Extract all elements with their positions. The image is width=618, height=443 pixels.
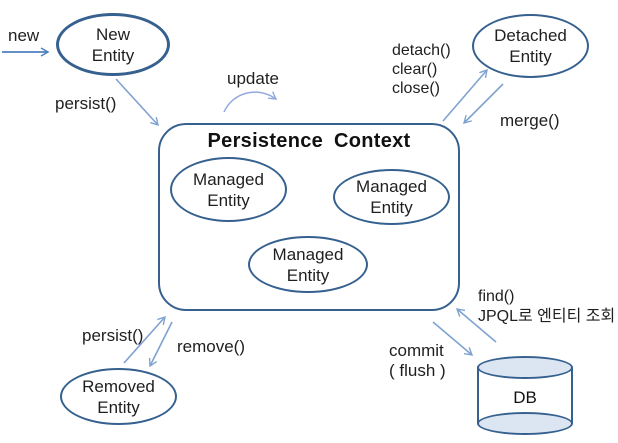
removed-entity-node: Removed Entity <box>60 368 177 425</box>
find-label: find() <box>478 288 515 305</box>
new-label: new <box>8 26 40 45</box>
managed-entity-node-3: Managed Entity <box>248 236 368 293</box>
remove-arrow <box>148 321 173 368</box>
clear-label: clear() <box>392 61 438 78</box>
persistence-context-box: Persistence Context <box>158 123 460 311</box>
merge-label: merge() <box>500 111 560 130</box>
detach-clear-close-labels: detach() clear() close() <box>392 41 451 98</box>
managed-entity-label-line2: Entity <box>370 198 413 217</box>
detached-entity-label-line1: Detached <box>494 26 567 45</box>
jpql-label: JPQL로 엔티티 조회 <box>478 308 616 325</box>
new-entity-node: New Entity <box>56 13 170 76</box>
detached-entity-node: Detached Entity <box>472 14 589 78</box>
managed-entity-label-line2: Entity <box>207 190 250 210</box>
persistence-context-title: Persistence Context <box>207 130 411 152</box>
flush-label: ( flush ) <box>389 361 446 380</box>
database-cylinder-bottom <box>477 412 573 435</box>
commit-flush-labels: commit ( flush ) <box>389 341 446 381</box>
new-entity-label-line1: New <box>95 24 130 44</box>
close-label: close() <box>392 80 441 97</box>
commit-label: commit <box>389 341 444 360</box>
persist-top-label: persist() <box>55 94 117 113</box>
update-label: update <box>227 69 279 88</box>
db-label: DB <box>513 388 537 407</box>
find-jpql-labels: find() JPQL로 엔티티 조회 <box>478 287 615 327</box>
managed-entity-node-1: Managed Entity <box>170 157 287 222</box>
managed-entity-label-line2: Entity <box>286 265 330 285</box>
persist-bottom-label: persist() <box>82 326 144 345</box>
database-cylinder: DB <box>477 356 573 435</box>
database-cylinder-top <box>477 356 573 379</box>
persist-top-arrow <box>115 78 159 127</box>
managed-entity-label-line1: Managed <box>193 169 264 189</box>
managed-entity-node-2: Managed Entity <box>333 169 450 225</box>
update-arrow <box>223 91 278 113</box>
managed-entity-label-line1: Managed <box>356 177 427 196</box>
merge-arrow <box>463 83 504 124</box>
detached-entity-label-line2: Entity <box>509 47 552 66</box>
removed-entity-label-line2: Entity <box>97 397 140 417</box>
managed-entity-label-line1: Managed <box>272 244 344 264</box>
detach-label: detach() <box>392 42 451 59</box>
removed-entity-label-line1: Removed <box>82 376 155 396</box>
remove-label: remove() <box>177 337 246 356</box>
new-entity-label-line2: Entity <box>91 45 135 65</box>
